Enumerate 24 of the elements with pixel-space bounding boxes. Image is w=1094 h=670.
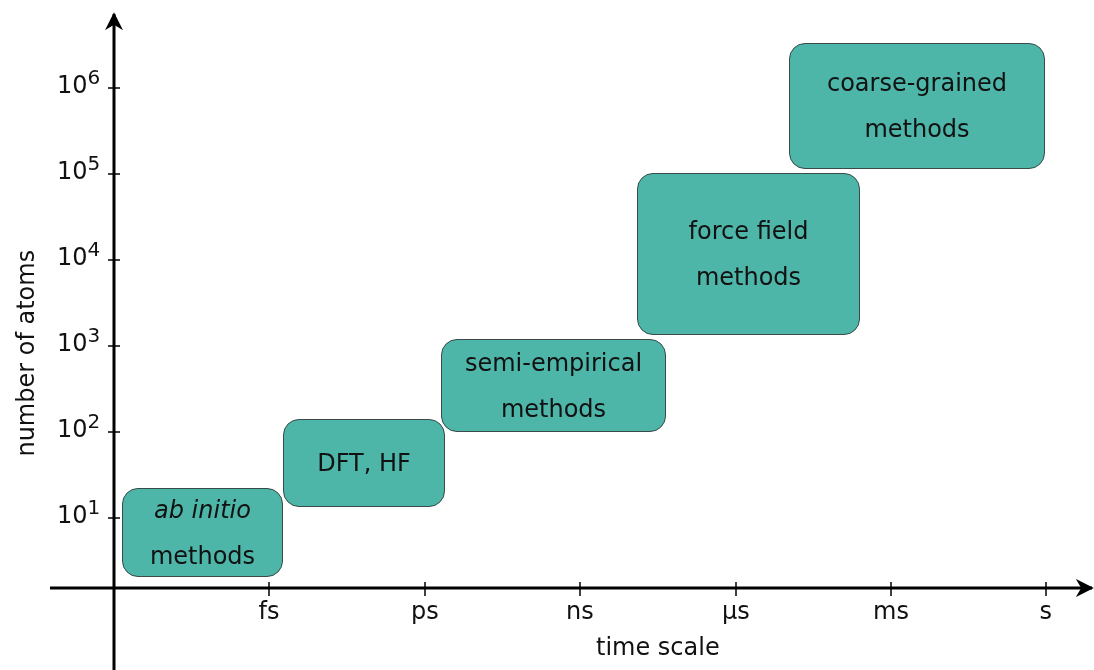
tick-label: 10$^{5}$ xyxy=(57,152,101,185)
axis-title: time scale xyxy=(596,634,720,661)
tick-label: ns xyxy=(566,598,594,625)
tick-label: s xyxy=(1039,598,1052,625)
method-label: force field methods xyxy=(687,216,810,293)
method-label: DFT, HF xyxy=(317,448,411,479)
tick-label: ps xyxy=(411,598,439,625)
tick-label: 10$^{4}$ xyxy=(57,238,101,271)
tick-label: 10$^{3}$ xyxy=(57,324,101,357)
tick-label: ms xyxy=(873,598,909,625)
tick-label: 10$^{6}$ xyxy=(57,66,101,99)
tick-label: fs xyxy=(258,598,280,625)
tick-label: 10$^{1}$ xyxy=(57,496,101,529)
method-box xyxy=(441,339,666,432)
tick-label: µs xyxy=(722,598,750,625)
method-label: semi-empirical methods xyxy=(463,347,644,425)
method-box xyxy=(789,43,1045,169)
method-box xyxy=(283,419,445,507)
method-label: ab initio methods xyxy=(148,494,257,572)
axis-title: number of atoms xyxy=(12,249,40,457)
method-box xyxy=(122,488,283,577)
tick-label: 10$^{2}$ xyxy=(57,410,101,443)
method-box xyxy=(637,173,860,335)
method-label: coarse-grained methods xyxy=(825,68,1009,145)
